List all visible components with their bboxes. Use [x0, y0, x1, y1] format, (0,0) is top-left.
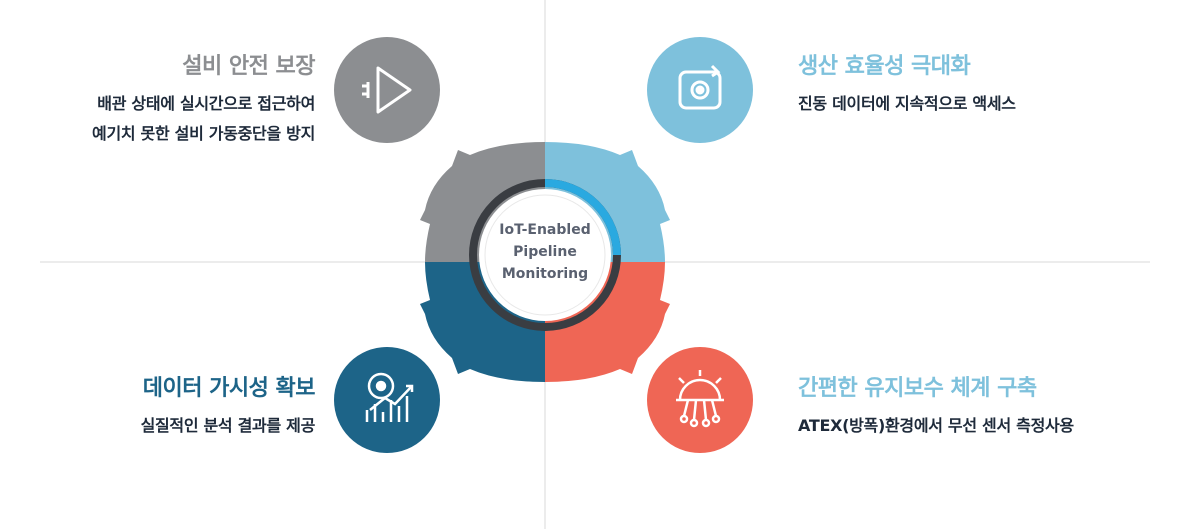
gear-circuit-icon — [676, 370, 724, 428]
desc-top-right-line-1: 진동 데이터에 지속적으로 액세스 — [798, 94, 1016, 113]
title-bottom-left: 데이터 가시성 확보 — [142, 376, 316, 401]
hub-ring-accent — [544, 179, 621, 256]
gear-refresh-icon — [678, 64, 722, 110]
hub-label-line-2: Pipeline — [513, 244, 577, 260]
title-top-right: 생산 효율성 극대화 — [798, 54, 971, 79]
title-bottom-right: 간편한 유지보수 체계 구축 — [798, 376, 1037, 401]
title-top-left: 설비 안전 보장 — [182, 54, 315, 79]
desc-top-left-line-2: 예기치 못한 설비 가동중단을 방지 — [92, 124, 315, 143]
desc-bottom-left-line-1: 실질적인 분석 결과를 제공 — [140, 416, 316, 435]
icon-circle-top-right — [647, 37, 753, 143]
desc-top-left-line-1: 배관 상태에 실시간으로 접근하여 — [97, 94, 315, 113]
hub-label-line-1: IoT-Enabled — [499, 222, 590, 238]
hub-center-inner — [484, 194, 606, 316]
icon-circle-bottom-left — [334, 347, 440, 453]
hub: IoT-Enabled Pipeline Monitoring — [420, 142, 670, 382]
icon-circle-top-left — [334, 37, 440, 143]
hub-label-line-3: Monitoring — [502, 266, 588, 282]
icon-circle-bottom-right — [647, 347, 753, 453]
desc-bottom-right-line-1: ATEX(방폭)환경에서 무선 센서 측정사용 — [798, 416, 1074, 435]
analytics-chart-icon — [365, 372, 414, 422]
play-plug-icon — [362, 66, 412, 114]
